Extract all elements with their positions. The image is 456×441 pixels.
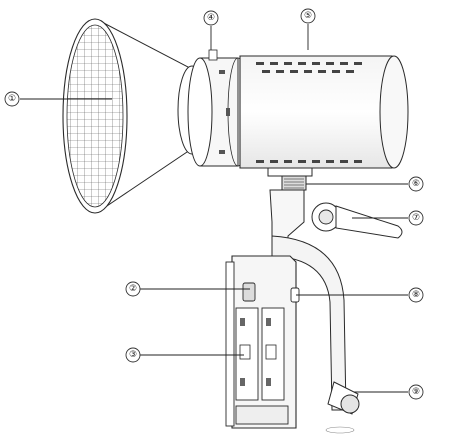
callout-3-label: ③ bbox=[129, 350, 137, 360]
callout-3: ③ bbox=[125, 347, 141, 363]
reflector-with-grid bbox=[62, 18, 207, 214]
cooling-vents-top bbox=[256, 62, 362, 73]
cooling-vents-bottom bbox=[256, 160, 362, 163]
bracket-arm bbox=[269, 189, 347, 411]
battery-slots bbox=[235, 307, 285, 401]
battery-plate bbox=[225, 255, 297, 429]
callout-7-label: ⑦ bbox=[412, 213, 420, 223]
callout-1: ① bbox=[4, 91, 20, 107]
callout-8: ⑧ bbox=[408, 287, 424, 303]
callout-7: ⑦ bbox=[408, 210, 424, 226]
callout-5-label: ⑤ bbox=[304, 11, 312, 21]
mount-ring bbox=[187, 49, 249, 167]
callout-8-label: ⑧ bbox=[412, 290, 420, 300]
callout-9-label: ⑨ bbox=[412, 387, 420, 397]
callout-2: ② bbox=[125, 281, 141, 297]
callout-5: ⑤ bbox=[300, 8, 316, 24]
callout-2-label: ② bbox=[129, 284, 137, 294]
callout-6-label: ⑥ bbox=[412, 179, 420, 189]
lock-knob bbox=[325, 381, 360, 434]
leader-lines bbox=[20, 24, 408, 393]
light-body bbox=[239, 55, 409, 169]
callout-9: ⑨ bbox=[408, 384, 424, 400]
callout-4-label: ④ bbox=[207, 13, 215, 23]
callout-1-label: ① bbox=[8, 94, 16, 104]
callout-6: ⑥ bbox=[408, 176, 424, 192]
tilt-lock-handle bbox=[311, 202, 403, 239]
mounting-screw bbox=[267, 167, 313, 191]
battery-release-latch bbox=[242, 282, 256, 302]
callout-4: ④ bbox=[203, 10, 219, 26]
